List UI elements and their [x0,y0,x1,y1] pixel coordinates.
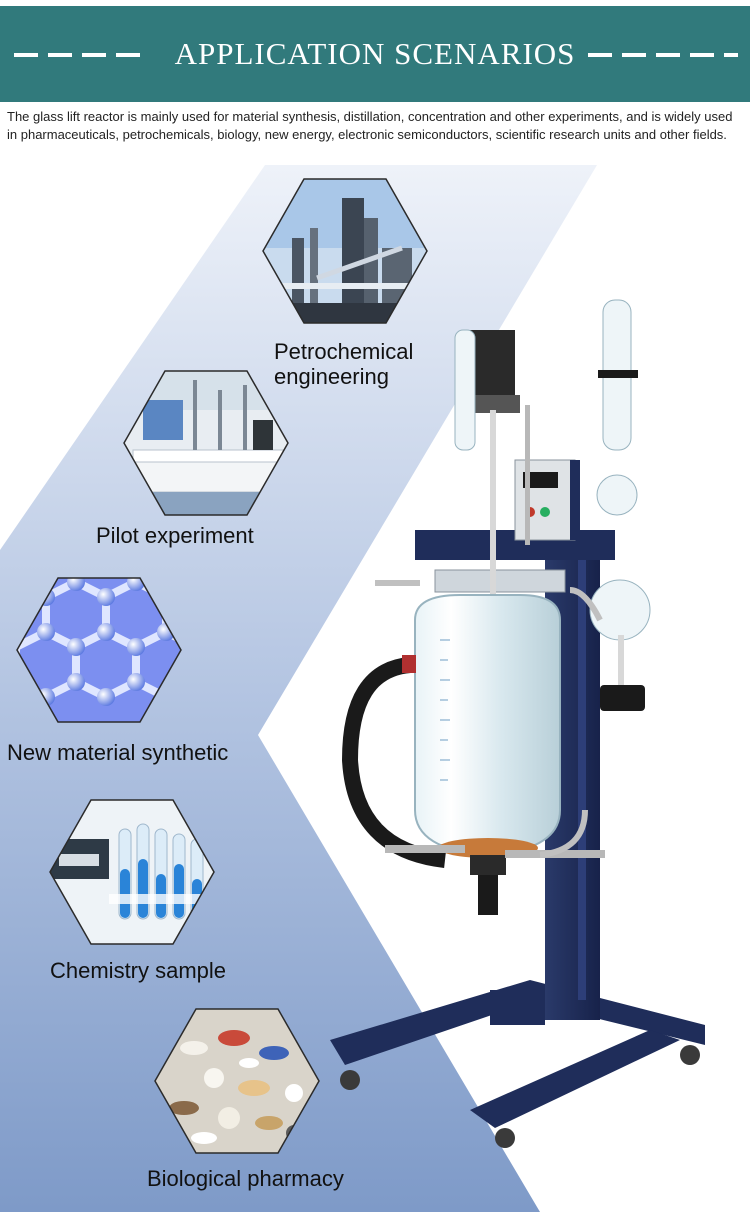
scenario-label-pilot: Pilot experiment [96,523,254,548]
header-dash-left [14,53,146,57]
scenario-label-chemistry: Chemistry sample [50,958,227,983]
page-title: APPLICATION SCENARIOS [174,36,576,71]
molecular-lattice-photo [16,577,182,723]
scenario-label-petrochemical: Petrochemical engineering [274,339,414,389]
glass-lift-reactor-photo [330,299,705,1148]
header-dash-right [588,53,738,57]
refinery-photo [262,178,428,324]
intro-paragraph: The glass lift reactor is mainly used fo… [7,109,733,142]
laboratory-photo [123,370,289,516]
test-tubes-photo [49,799,215,945]
scenario-label-biological: Biological pharmacy [147,1166,344,1191]
scenario-label-new-material: New material synthetic [7,740,229,765]
pills-photo [154,1008,320,1154]
section-header: APPLICATION SCENARIOS [0,6,750,102]
